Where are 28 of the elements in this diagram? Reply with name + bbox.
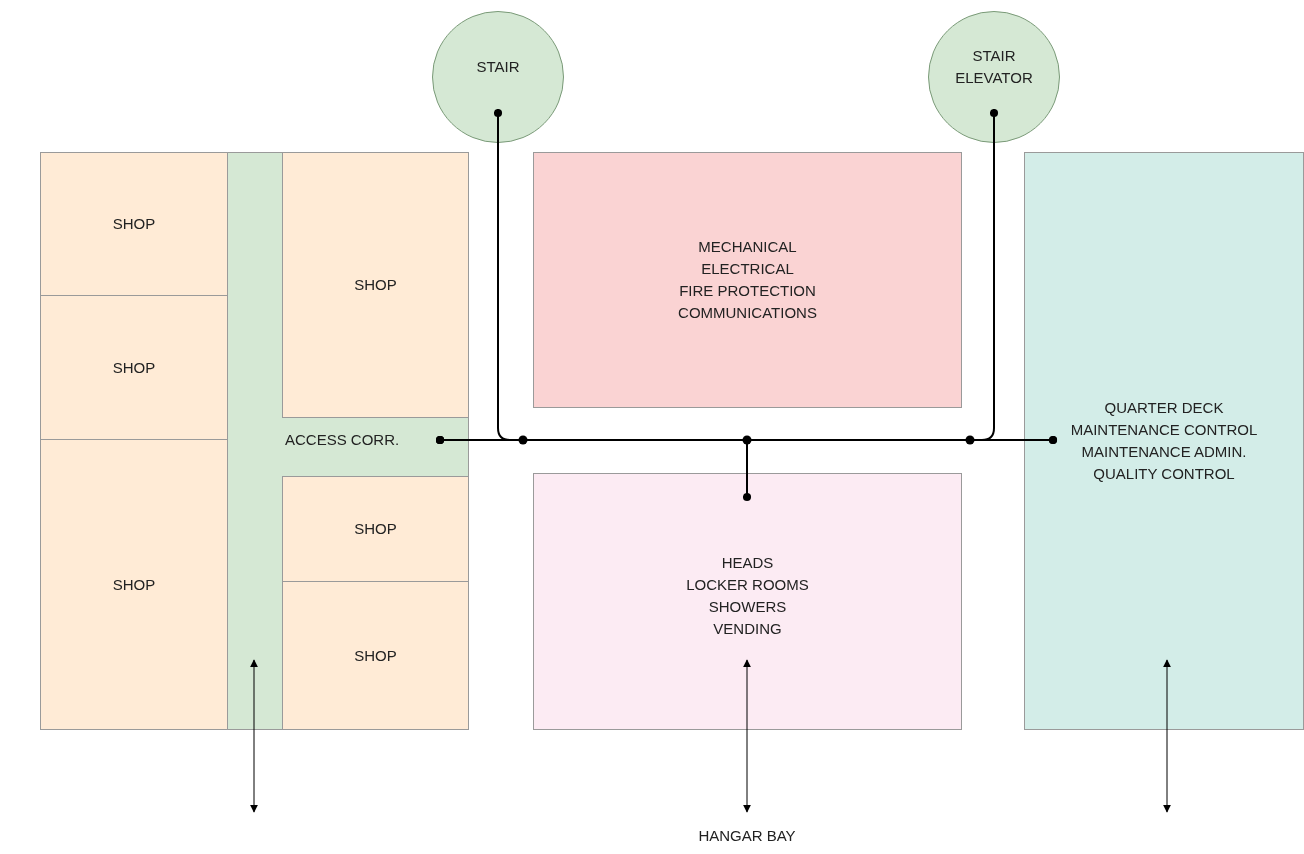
room-label: SHOP xyxy=(112,574,156,595)
office-area xyxy=(1024,152,1304,730)
shop-room xyxy=(40,295,228,440)
connector-line xyxy=(435,435,752,502)
shop-room xyxy=(282,581,469,730)
utility-room xyxy=(533,152,962,408)
room-label: SHOP xyxy=(354,519,397,539)
room-label: HEADS LOCKER ROOMS SHOWERS VENDING xyxy=(686,552,809,639)
room-label: SHOP xyxy=(354,275,397,295)
room-label: MECHANICAL ELECTRICAL FIRE PROTECTION COMMUNICATIONS xyxy=(678,237,817,323)
room-label: SHOP xyxy=(112,214,156,234)
double-arrow xyxy=(250,659,258,813)
room-label: SHOP xyxy=(354,645,397,666)
support-room xyxy=(533,473,962,730)
stair-label: STAIR xyxy=(476,57,520,77)
shop-room xyxy=(40,439,228,730)
shop-room xyxy=(282,152,469,418)
connector-line xyxy=(981,108,1058,445)
room-label: ACCESS CORR. xyxy=(285,430,400,450)
area-name: HANGAR BAY xyxy=(698,826,796,846)
shop-room xyxy=(282,476,469,582)
double-arrow xyxy=(1163,659,1171,813)
room-label: QUARTER DECK MAINTENANCE CONTROL MAINTENANCE ADMIN. QUALITY CONTROL xyxy=(1070,398,1258,484)
room-label: SHOP xyxy=(112,357,156,378)
shop-room xyxy=(40,152,228,296)
double-arrow xyxy=(743,659,751,813)
corridor-area xyxy=(227,152,469,730)
stair-label: STAIR ELEVATOR xyxy=(955,46,1033,88)
